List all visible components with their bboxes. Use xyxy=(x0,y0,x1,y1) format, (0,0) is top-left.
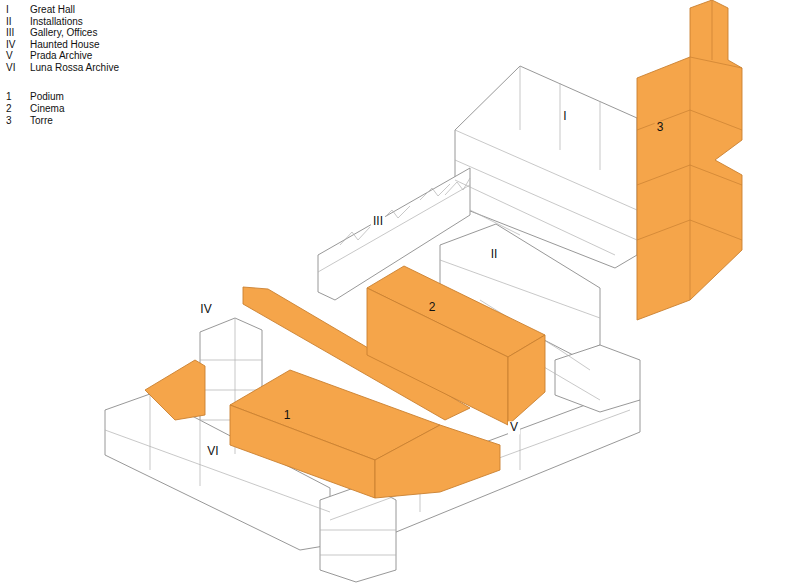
key-name: Prada Archive xyxy=(30,50,92,61)
torre-body xyxy=(637,0,742,320)
existing-buildings xyxy=(105,66,640,582)
podium-front xyxy=(230,405,375,498)
detail-line xyxy=(200,390,262,391)
detail-line xyxy=(520,430,521,470)
callout-number: I xyxy=(561,110,568,123)
detail-line xyxy=(690,220,742,240)
key-name: Gallery, Offices xyxy=(30,27,97,38)
detail-line xyxy=(690,57,742,68)
callout-number: IV xyxy=(198,303,213,316)
key-name: Installations xyxy=(30,16,83,27)
detail-line xyxy=(320,555,396,556)
tower-details xyxy=(637,0,742,300)
detail-line xyxy=(455,130,637,210)
key-numeral: V xyxy=(6,50,13,61)
detail-line xyxy=(455,180,615,255)
callout-number: 3 xyxy=(655,121,666,134)
building-details xyxy=(105,66,637,555)
detail-line xyxy=(445,178,470,195)
key-numeral: II xyxy=(6,16,12,27)
detail-line xyxy=(200,420,201,486)
key-name: Great Hall xyxy=(30,4,75,15)
detail-line xyxy=(690,110,742,130)
cinema-side xyxy=(508,335,545,425)
detail-line xyxy=(470,210,520,235)
detail-line xyxy=(690,165,742,185)
front-house xyxy=(320,484,396,582)
detail-line xyxy=(637,165,690,185)
detail-line xyxy=(318,185,470,272)
callout-number: 1 xyxy=(282,409,293,422)
key-numeral: 2 xyxy=(6,103,12,114)
detail-line xyxy=(455,160,637,240)
detail-line xyxy=(637,220,690,240)
callout-number: V xyxy=(508,421,520,434)
key-name: Torre xyxy=(30,115,53,126)
key-name: Luna Rossa Archive xyxy=(30,62,119,73)
key-name: Cinema xyxy=(30,103,64,114)
detail-line xyxy=(690,57,691,300)
detail-line xyxy=(320,530,396,531)
new-buildings xyxy=(145,0,742,498)
callout-number: II xyxy=(489,248,500,261)
detail-line xyxy=(150,394,151,470)
detail-line xyxy=(712,0,713,60)
key-name: Podium xyxy=(30,91,64,102)
podium-extension xyxy=(375,425,500,498)
callout-number: III xyxy=(371,215,385,228)
key-numeral: III xyxy=(6,27,14,38)
cinema-front xyxy=(367,288,508,425)
key-numeral: I xyxy=(6,4,9,15)
key-numeral: VI xyxy=(6,62,15,73)
key-numeral: 3 xyxy=(6,115,12,126)
podium-wing xyxy=(145,360,205,420)
detail-line xyxy=(600,101,601,170)
detail-line xyxy=(340,227,370,245)
callout-number: VI xyxy=(205,445,220,458)
key-name: Haunted House xyxy=(30,39,100,50)
callout-number: 2 xyxy=(427,301,438,314)
key-numeral: IV xyxy=(6,39,15,50)
detail-line xyxy=(520,66,521,130)
detail-line xyxy=(200,360,262,361)
detail-line xyxy=(420,184,450,200)
key-numeral: 1 xyxy=(6,91,12,102)
